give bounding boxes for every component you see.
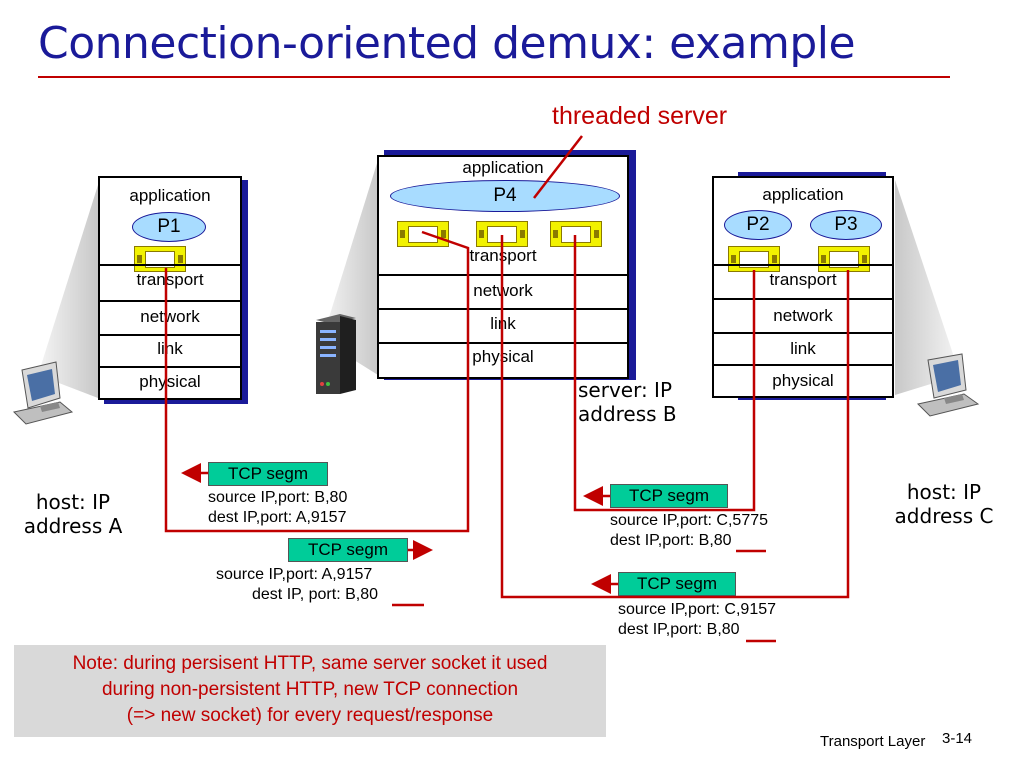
path-host-a-server xyxy=(164,230,470,533)
host-c-caption-line1: host: IP xyxy=(906,480,982,504)
layer-divider xyxy=(712,264,894,266)
tcp-segment-box: TCP segm xyxy=(208,462,328,486)
segment-source: source IP,port: C,9157 xyxy=(618,601,777,618)
process-p2: P2 xyxy=(724,210,792,240)
segment-dest: dest IP, port: B,80 xyxy=(252,586,379,603)
note-line-1: Note: during persisent HTTP, same server… xyxy=(72,653,548,674)
layer-divider xyxy=(98,264,242,266)
host-a-caption-line1: host: IP xyxy=(35,490,111,514)
host-c-application-label: application xyxy=(762,185,844,204)
threaded-server-label: threaded server xyxy=(552,102,728,130)
layer-divider xyxy=(98,300,242,302)
segment-dest: dest IP,port: B,80 xyxy=(610,532,732,549)
path-host-c-p3-server xyxy=(500,235,850,599)
footer-label: Transport Layer xyxy=(820,733,926,750)
socket-icon xyxy=(728,246,780,272)
process-p4: P4 xyxy=(390,180,620,212)
socket-icon xyxy=(476,221,528,247)
server-application-label: application xyxy=(462,158,544,177)
server-tower-icon xyxy=(316,314,356,394)
host-c-physical-label: physical xyxy=(772,371,834,390)
threaded-pointer-line xyxy=(533,135,583,199)
host-c-caption-line2: address C xyxy=(894,504,994,528)
desktop-computer-icon xyxy=(12,361,74,425)
desktop-computer-icon xyxy=(916,353,980,417)
socket-icon xyxy=(134,246,186,272)
server-caption-line1: server: IP xyxy=(578,378,673,402)
page-number: 3-14 xyxy=(942,730,973,747)
process-p3: P3 xyxy=(810,210,882,240)
host-a-application-label: application xyxy=(129,186,211,205)
server-caption-line2: address B xyxy=(578,402,677,426)
socket-icon xyxy=(818,246,870,272)
host-a-link-label: link xyxy=(157,339,183,358)
host-a-transport-label: transport xyxy=(136,270,204,289)
host-a-caption-line2: address A xyxy=(23,514,123,538)
note-line-2: during non-persistent HTTP, new TCP conn… xyxy=(101,679,519,700)
segment-source: source IP,port: B,80 xyxy=(208,489,348,506)
host-c-transport-label: transport xyxy=(769,270,837,289)
process-p1: P1 xyxy=(132,212,206,242)
note-line-3: (=> new socket) for every request/respon… xyxy=(126,705,494,726)
segment-source: source IP,port: C,5775 xyxy=(610,512,769,529)
tcp-segment-box: TCP segm xyxy=(610,484,728,508)
host-a-beam xyxy=(38,185,98,398)
host-a-network-label: network xyxy=(140,307,200,326)
host-c-network-label: network xyxy=(773,306,833,325)
note-box: Note: during persisent HTTP, same server… xyxy=(14,645,606,737)
tcp-segment-box: TCP segm xyxy=(288,538,408,562)
title-underline xyxy=(38,76,950,78)
host-c-beam xyxy=(895,180,960,395)
segment-source: source IP,port: A,9157 xyxy=(216,566,373,583)
layer-divider xyxy=(98,334,242,336)
layer-divider xyxy=(712,364,894,366)
path-host-c-p2-server xyxy=(573,235,756,512)
segment-dest: dest IP,port: A,9157 xyxy=(208,509,347,526)
tcp-segment-box: TCP segm xyxy=(618,572,736,596)
layer-divider xyxy=(712,298,894,300)
host-a-physical-label: physical xyxy=(139,372,201,391)
segment-dest: dest IP,port: B,80 xyxy=(618,621,740,638)
host-c-link-label: link xyxy=(790,339,816,358)
layer-divider xyxy=(712,332,894,334)
socket-icon xyxy=(397,221,449,247)
layer-divider xyxy=(98,366,242,368)
slide-title: Connection-oriented demux: example xyxy=(38,18,856,69)
